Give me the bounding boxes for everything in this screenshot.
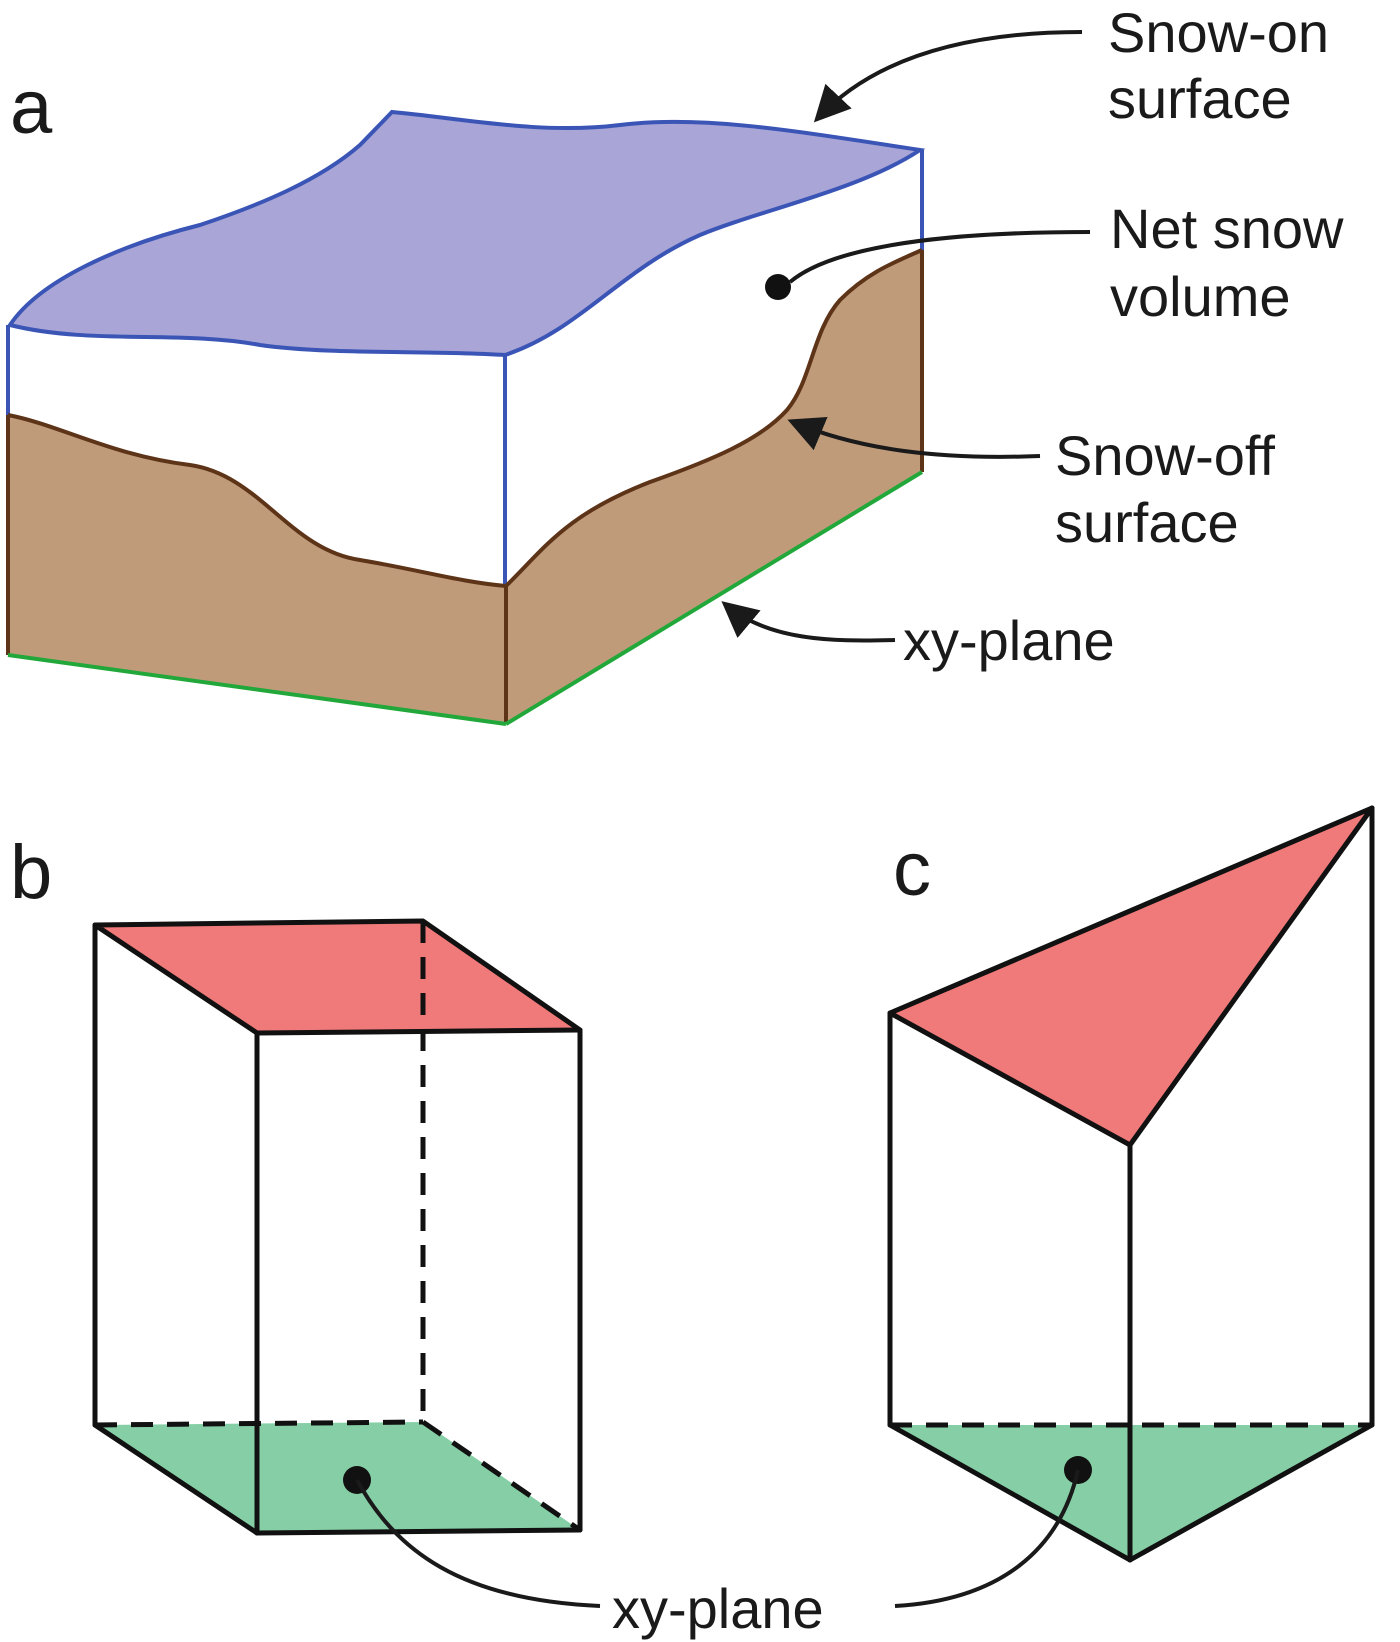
net-snow-label-line2: volume (1110, 265, 1291, 328)
panel-a: a (6, 1, 1344, 726)
snow-off-label-line1: Snow-off (1055, 424, 1275, 487)
ground-front-face (8, 415, 506, 724)
panel-c: c (887, 805, 1375, 1563)
xy-leader-b (355, 1479, 601, 1608)
prism-c-top-outline (887, 805, 1375, 1148)
panel-b: b (10, 830, 583, 1536)
panel-c-label: c (893, 827, 931, 912)
snow-volume-edges (6, 109, 926, 586)
xy-leader-c (894, 1469, 1080, 1608)
snow-off-leader (787, 416, 1041, 459)
snow-on-surface (10, 112, 920, 355)
xy-plane-leader (721, 601, 896, 643)
net-snow-leader (788, 230, 1091, 284)
net-snow-dot (765, 274, 791, 300)
prism-c-top-face (890, 808, 1372, 1145)
prism-b-hidden-base-back (94, 1419, 424, 1428)
snow-off-right-curve (504, 248, 923, 588)
xy-front-edge (7, 653, 507, 726)
xy-right-edge (504, 470, 924, 726)
xy-plane-label-a: xy-plane (903, 609, 1115, 672)
xy-plane-label-bc: xy-plane (612, 1577, 824, 1640)
prism-c-base-right (1127, 1422, 1375, 1563)
shared-xy-annotation: xy-plane (355, 1469, 1080, 1640)
prism-b-hidden-base-right (421, 1419, 582, 1533)
prism-c-edges (887, 805, 1375, 1563)
snow-on-label-line1: Snow-on (1108, 1, 1329, 64)
prism-c-base-left (887, 1422, 1133, 1563)
snow-on-label-line2: surface (1108, 67, 1292, 130)
panel-b-label: b (10, 830, 52, 915)
panel-a-label: a (10, 65, 53, 150)
ground-right-face (506, 250, 922, 724)
snow-on-leader (813, 30, 1083, 123)
snow-off-edges (6, 248, 924, 724)
prism-b-base-face (95, 1422, 580, 1533)
snow-off-front-curve (7, 413, 507, 588)
net-snow-label-line1: Net snow (1110, 197, 1344, 260)
snow-off-label-line2: surface (1055, 491, 1239, 554)
xy-plane-edges (7, 470, 924, 726)
prism-b-edges (92, 918, 583, 1536)
prism-b-base-left (92, 1422, 260, 1536)
prism-b-base-front (254, 1527, 583, 1536)
